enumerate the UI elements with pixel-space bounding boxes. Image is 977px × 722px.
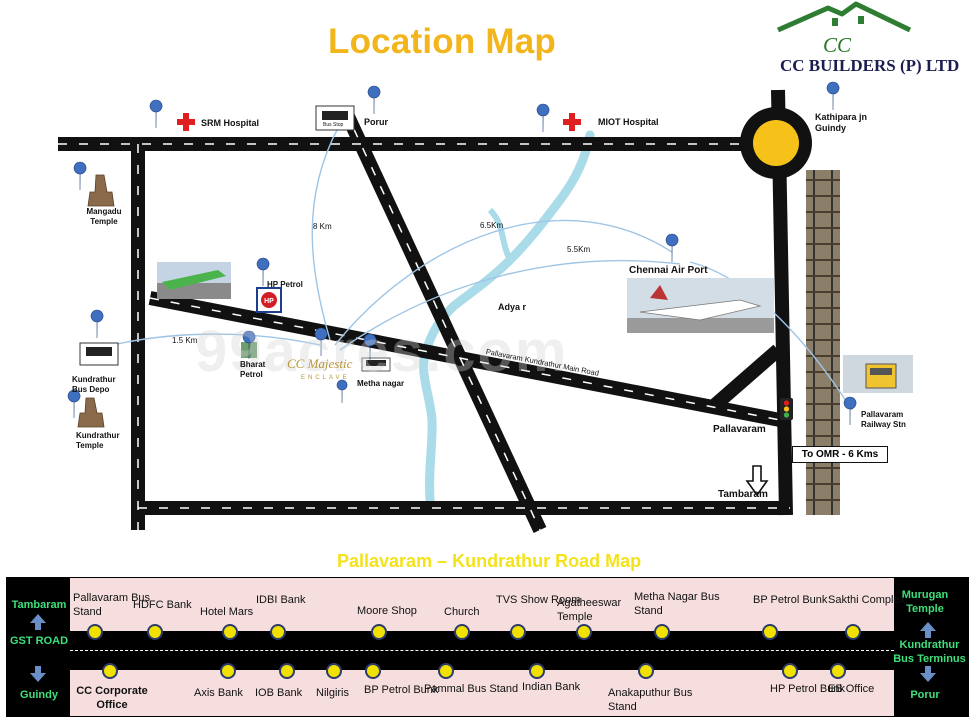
metha-nagar-label: Metha nagar (357, 379, 405, 388)
left-bottom-label: Guindy (20, 689, 58, 701)
bottom-stop-label: Pammal Bus Stand (424, 683, 519, 695)
metro-train-photo (157, 262, 231, 299)
house-roof-icon (776, 1, 912, 33)
bottom-stop-label: EB Office (828, 683, 875, 695)
brand-name: CC BUILDERS (P) LTD (780, 56, 960, 75)
bottom-stop-label: HP Petrol Bunk (770, 683, 846, 695)
hospital-cross-icon (177, 113, 581, 131)
bottom-stop-label: Indian Bank (522, 681, 581, 693)
road-map-title: Pallavaram – Kundrathur Road Map (337, 551, 642, 571)
hp-logo-icon: HP (256, 287, 282, 313)
bottom-stop-marker[interactable] (279, 663, 295, 679)
airport-photo (627, 278, 774, 333)
adyar-label: Adya r (498, 302, 527, 312)
pallavaram-railway-label: Pallavaram Railway Stn (861, 410, 906, 429)
bottom-stop-marker[interactable] (102, 663, 118, 679)
distance-porur: 8 Km (313, 222, 332, 231)
road-map-bottom-band (70, 670, 894, 716)
arrow-up-icon (30, 614, 936, 638)
chennai-airport-label: Chennai Air Port (629, 265, 708, 276)
bottom-stop-marker[interactable] (220, 663, 236, 679)
top-stop-marker[interactable] (510, 624, 526, 640)
road-center-line (70, 650, 894, 651)
bus-stop-icon (79, 105, 391, 372)
bottom-stop-label: Axis Bank (194, 687, 243, 699)
hp-petrol-label: HP Petrol (267, 280, 303, 289)
top-stop-marker[interactable] (222, 624, 238, 640)
bottom-stop-marker[interactable] (638, 663, 654, 679)
location-map: HP (58, 81, 913, 533)
bottom-stop-marker[interactable] (365, 663, 381, 679)
top-stop-marker[interactable] (845, 624, 861, 640)
road-map-arrows (30, 614, 936, 682)
enclave-label: ENCLAVE (301, 375, 350, 381)
top-stop-marker[interactable] (270, 624, 286, 640)
porur-label: Porur (364, 117, 389, 127)
to-omr-sign: To OMR - 6 Kms (792, 446, 888, 463)
pallavaram-label: Pallavaram (713, 424, 766, 435)
right-mid-label: Kundrathur Bus Terminus (893, 639, 966, 665)
bottom-stop-label: Anakaputhur Bus Stand (608, 687, 693, 713)
arrow-down-icon (30, 666, 936, 682)
page-title: Location Map (328, 22, 556, 61)
road-map-top-band (70, 578, 894, 631)
right-top-label: Murugan Temple (901, 589, 949, 615)
bottom-stop-label: IOB Bank (255, 687, 303, 699)
bottom-stop-label: CC Corporate Office (76, 685, 148, 711)
top-stop-label: Church (444, 606, 480, 618)
railway-track (806, 170, 840, 515)
bottom-stop-marker[interactable] (326, 663, 342, 679)
arrow-down-icon (745, 465, 769, 497)
top-stop-label: HDFC Bank (133, 599, 192, 611)
bottom-stop-label: BP Petrol Bunk (364, 684, 439, 696)
bharat-petrol-label: Bharat Petrol (240, 360, 266, 379)
cc-majestic-label: CC Majestic (287, 356, 353, 371)
bus-stop-label: Bus Stop (323, 122, 344, 128)
tambaram-label: Tambaram (718, 489, 768, 500)
kundrathur-temple-label: Kundrathur Temple (76, 431, 120, 450)
bottom-stop-marker[interactable] (529, 663, 545, 679)
mangadu-temple-label: Mangadu Temple (86, 207, 122, 226)
kathipara-label: Kathipara jn Guindy (815, 112, 868, 133)
right-bottom-label: Porur (910, 689, 940, 701)
watermark: 99acres.com (195, 319, 569, 384)
bottom-stop-label: Nilgiris (316, 687, 349, 699)
top-stop-label: Metha Nagar Bus Stand (634, 591, 720, 617)
bottom-stop-marker[interactable] (782, 663, 798, 679)
train-station-photo (843, 355, 913, 393)
top-stop-label: Sakthi Complex (828, 594, 906, 606)
top-stop-marker[interactable] (576, 624, 592, 640)
top-stop-marker[interactable] (147, 624, 163, 640)
top-stop-marker[interactable] (762, 624, 778, 640)
distance-bus-depo: 1.5 Km (172, 336, 198, 345)
route-lines (99, 127, 853, 411)
brand-logo (770, 0, 970, 80)
top-stop-marker[interactable] (654, 624, 670, 640)
top-stop-label: TVS Show Room (496, 594, 581, 606)
miot-hospital-label: MIOT Hospital (598, 117, 659, 127)
distance-airport-1: 6.5Km (480, 221, 504, 230)
kundrathur-bus-depo-label: Kundrathur Bus Depo (72, 375, 116, 394)
top-stop-label: Hotel Mars (200, 606, 254, 618)
srm-hospital-label: SRM Hospital (201, 118, 260, 128)
top-stop-label: Pallavaram Bus Stand (73, 592, 151, 618)
bottom-stop-marker[interactable] (438, 663, 454, 679)
left-mid-label: GST ROAD (9, 635, 69, 647)
traffic-light-icon (780, 398, 793, 420)
brand-logo-text: CC (823, 33, 852, 57)
svg-text:HP: HP (264, 298, 274, 305)
top-stop-marker[interactable] (371, 624, 387, 640)
map-pin-icon (67, 81, 857, 426)
temple-icon (77, 174, 115, 428)
left-top-label: Tambaram (11, 599, 67, 611)
top-stop-label: Agatheeswar Temple (557, 597, 622, 623)
top-stop-label: IDBI Bank (256, 594, 306, 606)
bottom-stop-marker[interactable] (830, 663, 846, 679)
adyar-river (419, 130, 595, 505)
top-stop-marker[interactable] (454, 624, 470, 640)
top-stop-label: BP Petrol Bunk (753, 594, 828, 606)
top-stop-label: Moore Shop (357, 605, 417, 617)
top-stop-marker[interactable] (87, 624, 103, 640)
distance-airport-2: 5.5Km (567, 245, 591, 254)
